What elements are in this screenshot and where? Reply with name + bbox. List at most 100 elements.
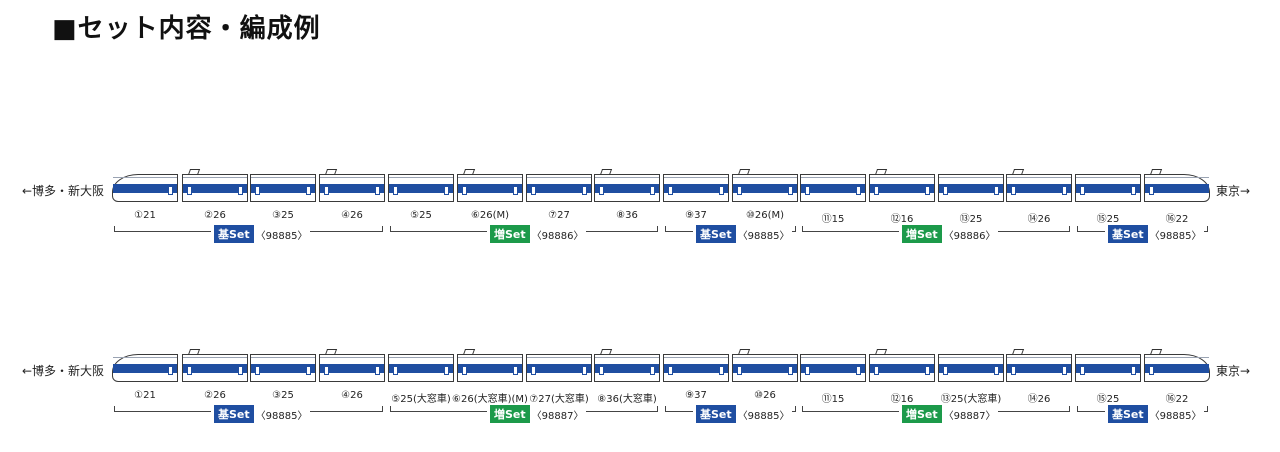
car-door (719, 186, 724, 195)
car-roof-line (1145, 357, 1209, 358)
car-door (168, 186, 173, 195)
pantograph-icon (187, 169, 201, 175)
car-number-label: ⑦27 (548, 210, 570, 221)
train-car (112, 174, 178, 202)
car-roof-line (595, 177, 659, 178)
set-badge: 増Set (490, 225, 530, 243)
car-blue-stripe (183, 364, 247, 373)
car-blue-stripe (939, 364, 1003, 373)
set-product-code: 〈98885〉 (737, 230, 790, 242)
train-car (594, 169, 660, 202)
car-door (874, 186, 879, 195)
car-door (375, 186, 380, 195)
car-door (994, 366, 999, 375)
set-label: 基Set〈98885〉 (211, 225, 311, 243)
set-label: 基Set〈98885〉 (693, 405, 793, 423)
car-door (856, 366, 861, 375)
car-blue-stripe (733, 364, 797, 373)
train-car (388, 354, 454, 382)
train-car (869, 349, 935, 382)
car-door (599, 186, 604, 195)
car-roof-line (1076, 177, 1140, 178)
set-badge: 基Set (696, 405, 736, 423)
set-product-code: 〈98885〉 (255, 410, 308, 422)
car-blue-stripe (801, 184, 865, 193)
car-door (1080, 366, 1085, 375)
car-roof-line (801, 357, 865, 358)
car-door (668, 186, 673, 195)
car-roof-line (1007, 177, 1071, 178)
set-product-code: 〈98885〉 (1149, 230, 1202, 242)
car-door (582, 366, 587, 375)
car-door (582, 186, 587, 195)
train-car (182, 169, 248, 202)
car-door (805, 186, 810, 195)
car-door (1131, 186, 1136, 195)
pantograph-icon (462, 349, 476, 355)
car-number-label: ⑤25(大窓車) (391, 394, 451, 405)
car-door (531, 366, 536, 375)
car-roof-line (939, 177, 1003, 178)
train-car (800, 354, 866, 382)
car-number-label: ⑬25 (959, 214, 983, 225)
set-badge: 基Set (214, 405, 254, 423)
car-door (375, 366, 380, 375)
car-blue-stripe (458, 184, 522, 193)
train-car (388, 174, 454, 202)
set-label: 基Set〈98885〉 (1105, 405, 1205, 423)
car-door (168, 366, 173, 375)
car-door (943, 186, 948, 195)
car-roof-line (458, 177, 522, 178)
car-roof-line (870, 177, 934, 178)
car-number-label: ⑫16 (890, 214, 914, 225)
set-label: 基Set〈98885〉 (1105, 225, 1205, 243)
train-car (1075, 354, 1141, 382)
car-door (737, 366, 742, 375)
train-car (1006, 169, 1072, 202)
car-number-label: ⑪15 (821, 214, 845, 225)
set-badge: 基Set (1108, 405, 1148, 423)
train-car (319, 349, 385, 382)
car-door (1011, 186, 1016, 195)
car-number-label: ⑩26(M) (745, 210, 785, 221)
car-roof-line (527, 177, 591, 178)
train-car (869, 169, 935, 202)
car-door (1149, 186, 1154, 195)
train-car (1075, 174, 1141, 202)
car-number-label: ⑤25 (410, 210, 432, 221)
section-title: ■セット内容・編成例 (52, 14, 321, 44)
set-product-code: 〈98885〉 (1149, 410, 1202, 422)
car-door (650, 186, 655, 195)
car-door (513, 366, 518, 375)
set-product-code: 〈98887〉 (943, 410, 996, 422)
car-number-label: ③25 (272, 390, 294, 401)
train-car (457, 349, 523, 382)
car-number-label: ③25 (272, 210, 294, 221)
car-blue-stripe (939, 184, 1003, 193)
car-roof-line (870, 357, 934, 358)
car-number-label: ④26 (341, 390, 363, 401)
pantograph-icon (874, 349, 888, 355)
car-door (874, 366, 879, 375)
pantograph-icon (324, 349, 338, 355)
set-badge: 基Set (696, 225, 736, 243)
car-blue-stripe (389, 184, 453, 193)
car-door (668, 366, 673, 375)
car-door (393, 186, 398, 195)
car-door (444, 186, 449, 195)
car-door (1149, 366, 1154, 375)
car-roof-line (733, 357, 797, 358)
car-door (1131, 366, 1136, 375)
car-door (925, 366, 930, 375)
direction-right-label: 東京→ (1216, 184, 1251, 198)
set-product-code: 〈98885〉 (255, 230, 308, 242)
car-number-label: ⑨37 (685, 390, 707, 401)
car-blue-stripe (527, 364, 591, 373)
car-number-label: ②26 (204, 210, 226, 221)
car-door (994, 186, 999, 195)
car-roof-line (733, 177, 797, 178)
car-blue-stripe (113, 184, 177, 193)
car-door (1080, 186, 1085, 195)
car-roof-line (1007, 357, 1071, 358)
pantograph-icon (599, 169, 613, 175)
